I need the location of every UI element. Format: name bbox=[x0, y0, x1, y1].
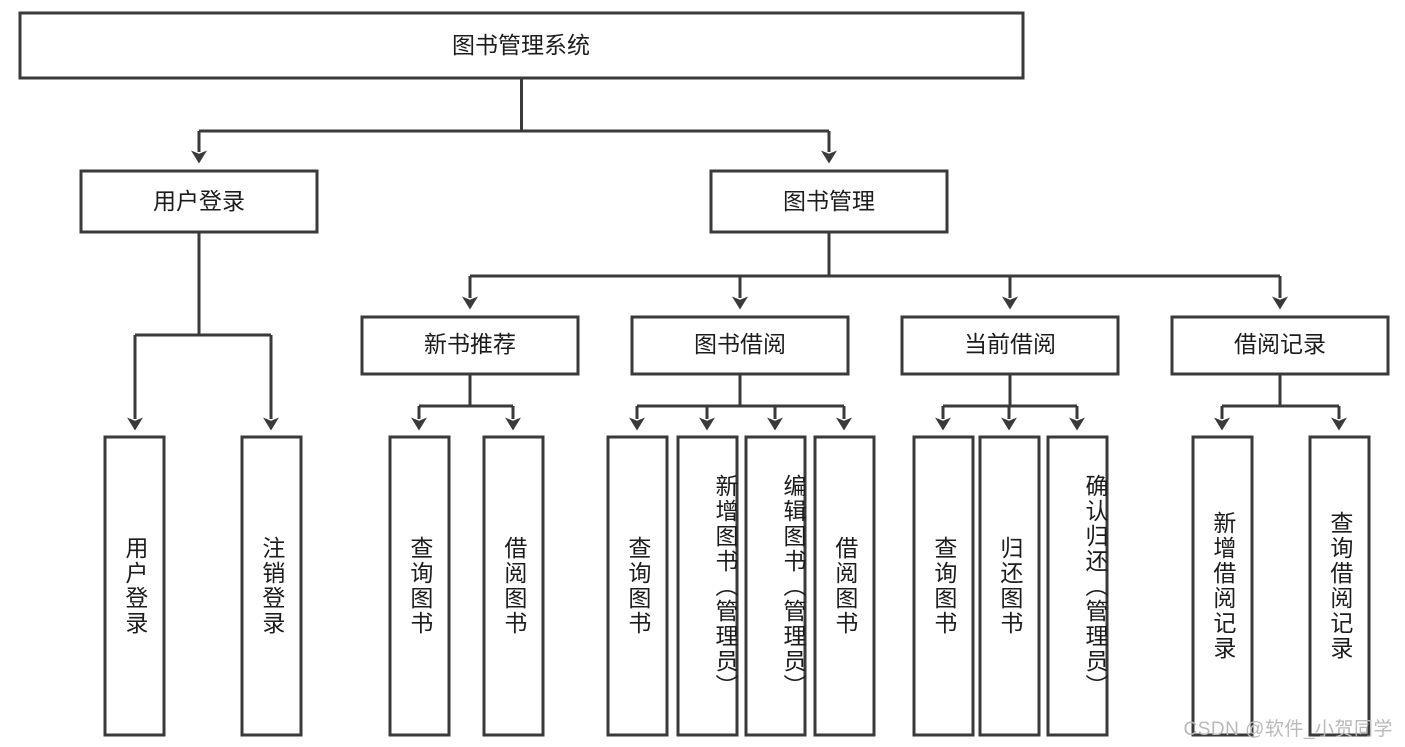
node-new-book-recommend-box[interactable] bbox=[360, 315, 580, 376]
leaf-box-query-book-1[interactable] bbox=[388, 435, 451, 737]
node-book-borrow-box[interactable] bbox=[630, 315, 850, 376]
leaf-box-user-logout[interactable] bbox=[240, 435, 303, 737]
node-current-borrow-box[interactable] bbox=[900, 315, 1120, 376]
node-borrow-record[interactable]: 借阅记录 bbox=[1170, 315, 1390, 376]
leaf-box-query-record[interactable] bbox=[1308, 435, 1371, 737]
connector-layer bbox=[127, 78, 1347, 431]
csdn-watermark: CSDN @软件_小贺同学 bbox=[1183, 719, 1393, 740]
node-new-book-recommend-label: 新书推荐 bbox=[424, 331, 516, 357]
node-user-login[interactable]: 用户登录 bbox=[79, 169, 319, 234]
leaf-box-borrow-book-1[interactable] bbox=[482, 435, 545, 737]
leaf-box-query-book-3[interactable] bbox=[912, 435, 975, 737]
node-book-manage[interactable]: 图书管理 bbox=[709, 169, 949, 234]
node-book-manage-box[interactable] bbox=[709, 169, 949, 234]
node-current-borrow[interactable]: 当前借阅 bbox=[900, 315, 1120, 376]
node-book-borrow[interactable]: 图书借阅 bbox=[630, 315, 850, 376]
leaf-box-borrow-book-2[interactable] bbox=[813, 435, 876, 737]
node-root-label: 图书管理系统 bbox=[452, 32, 590, 58]
leaf-box-add-book[interactable] bbox=[676, 435, 739, 737]
node-layer: 图书管理系统 用户登录 图书管理 新书推荐 图书借阅 当前 bbox=[18, 11, 1390, 737]
node-user-login-label: 用户登录 bbox=[153, 188, 245, 214]
leaf-box-return-book[interactable] bbox=[978, 435, 1041, 737]
leaf-box-edit-book[interactable] bbox=[744, 435, 807, 737]
leaf-box-add-record[interactable] bbox=[1191, 435, 1254, 737]
leaf-box-confirm-return[interactable] bbox=[1046, 435, 1109, 737]
node-user-login-box[interactable] bbox=[79, 169, 319, 234]
leaf-node-layer bbox=[103, 435, 1371, 737]
node-book-borrow-label: 图书借阅 bbox=[694, 331, 786, 357]
node-root[interactable]: 图书管理系统 bbox=[18, 11, 1025, 80]
node-book-manage-label: 图书管理 bbox=[783, 188, 875, 214]
leaf-box-query-book-2[interactable] bbox=[606, 435, 669, 737]
node-root-box[interactable] bbox=[18, 11, 1025, 80]
node-current-borrow-label: 当前借阅 bbox=[964, 331, 1056, 357]
node-borrow-record-box[interactable] bbox=[1170, 315, 1390, 376]
node-new-book-recommend[interactable]: 新书推荐 bbox=[360, 315, 580, 376]
leaf-box-user-login[interactable] bbox=[103, 435, 166, 737]
node-borrow-record-label: 借阅记录 bbox=[1234, 331, 1326, 357]
